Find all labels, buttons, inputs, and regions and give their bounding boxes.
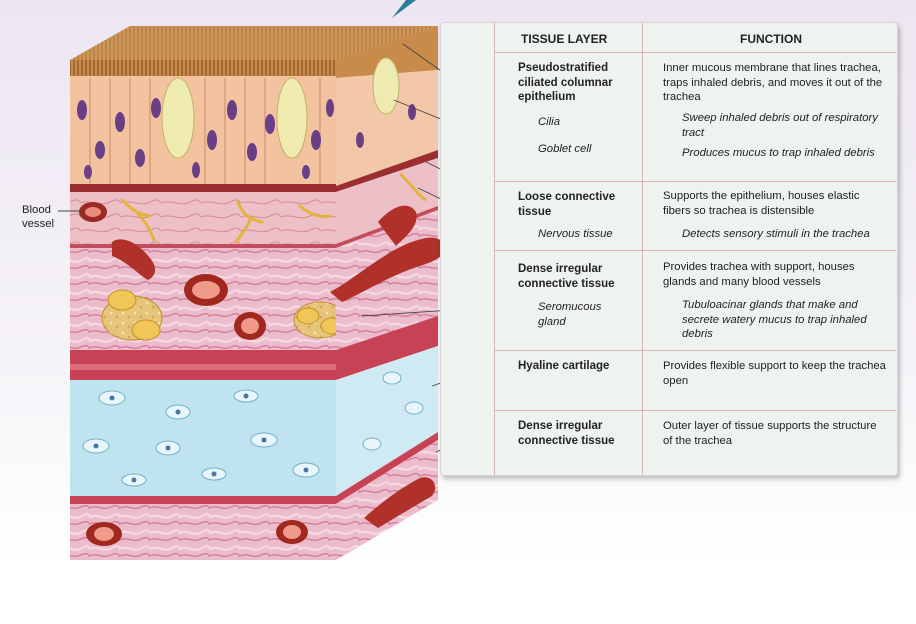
function-nervous-tissue: Detects sensory stimuli in the trachea — [682, 228, 870, 240]
column-divider — [642, 23, 643, 475]
epithelial-cells — [89, 78, 321, 186]
function-epithelium: Inner mucous membrane that lines trachea… — [663, 62, 883, 103]
header-tissue-layer: TISSUE LAYER — [521, 32, 608, 46]
sub-seromucous-gland: Seromucous gland — [538, 301, 602, 328]
sub-nervous-tissue: Nervous tissue — [538, 228, 613, 240]
row-divider — [494, 410, 896, 411]
row-divider — [494, 52, 896, 53]
layer-loose-connective: Loose connective tissue — [518, 191, 616, 218]
sub-goblet-cell: Goblet cell — [538, 143, 592, 155]
blood-vessels — [112, 239, 266, 340]
header-function: FUNCTION — [740, 32, 802, 46]
pointer-arrow-icon — [392, 0, 416, 18]
layer-outer-dense-irregular: Dense irregular connective tissue — [518, 420, 615, 447]
tissue-function-table: TISSUE LAYER FUNCTION Pseudostratified c… — [440, 22, 898, 476]
cell-nuclei — [77, 98, 334, 179]
row-divider — [494, 250, 896, 251]
function-cilia: Sweep inhaled debris out of respiratory … — [682, 112, 878, 139]
layer-dense-irregular: Dense irregular connective tissue — [518, 263, 615, 290]
function-seromucous-gland: Tubuloacinar glands that make and secret… — [682, 299, 867, 340]
seromucous-glands — [101, 289, 347, 341]
row-divider — [494, 350, 896, 351]
function-hyaline-cartilage: Provides flexible support to keep the tr… — [663, 360, 886, 387]
function-dense-irregular: Provides trachea with support, houses gl… — [663, 261, 855, 288]
nerve-fibers — [120, 198, 332, 244]
function-goblet-cell: Produces mucus to trap inhaled debris — [682, 147, 875, 159]
blood-vessel-label: Blood vessel — [22, 204, 55, 230]
column-divider — [494, 23, 495, 475]
layer-epithelium: Pseudostratified ciliated columnar epith… — [518, 62, 613, 103]
layer-hyaline-cartilage: Hyaline cartilage — [518, 360, 610, 372]
sub-cilia: Cilia — [538, 116, 560, 128]
row-divider — [494, 181, 896, 182]
function-loose-connective: Supports the epithelium, houses elastic … — [663, 190, 860, 217]
goblet-cells — [161, 77, 308, 159]
function-outer-dense-irregular: Outer layer of tissue supports the struc… — [663, 420, 877, 447]
